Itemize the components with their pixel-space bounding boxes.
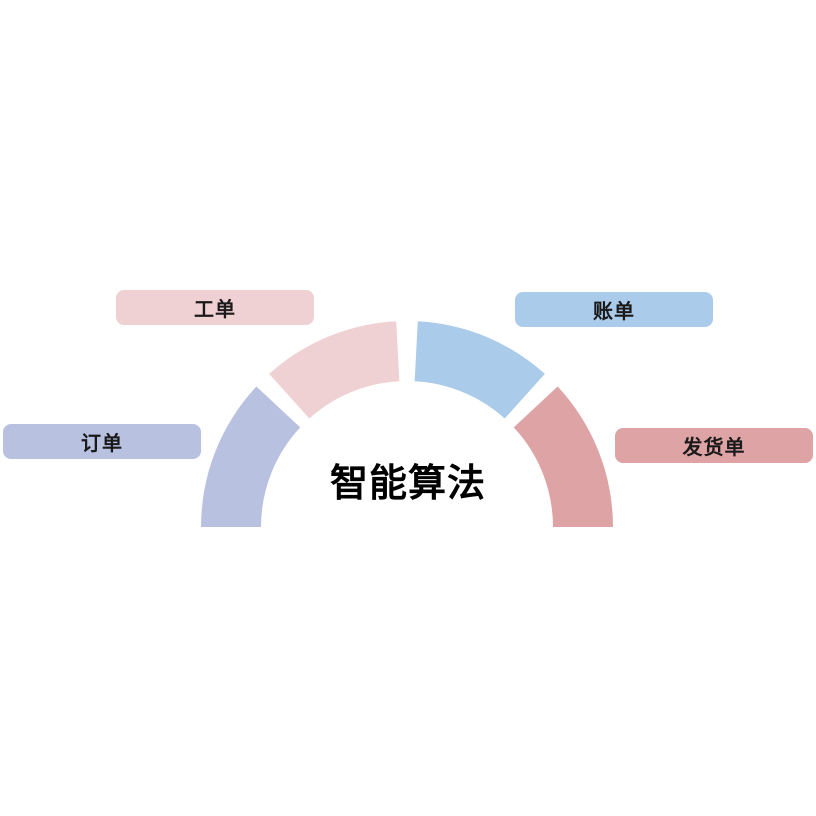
segment-label-fahuodan: 发货单 bbox=[615, 428, 813, 463]
segment-label-dingdan: 订单 bbox=[3, 424, 201, 459]
segment-label-gongdan: 工单 bbox=[116, 290, 314, 325]
segment-label-zhangdan: 账单 bbox=[515, 292, 713, 327]
segment-arc-dingdan bbox=[201, 386, 301, 527]
segment-arc-zhangdan bbox=[414, 321, 545, 419]
segment-arc-fahuodan bbox=[513, 386, 613, 527]
center-title: 智能算法 bbox=[329, 461, 486, 505]
segment-arc-gongdan bbox=[269, 321, 400, 419]
